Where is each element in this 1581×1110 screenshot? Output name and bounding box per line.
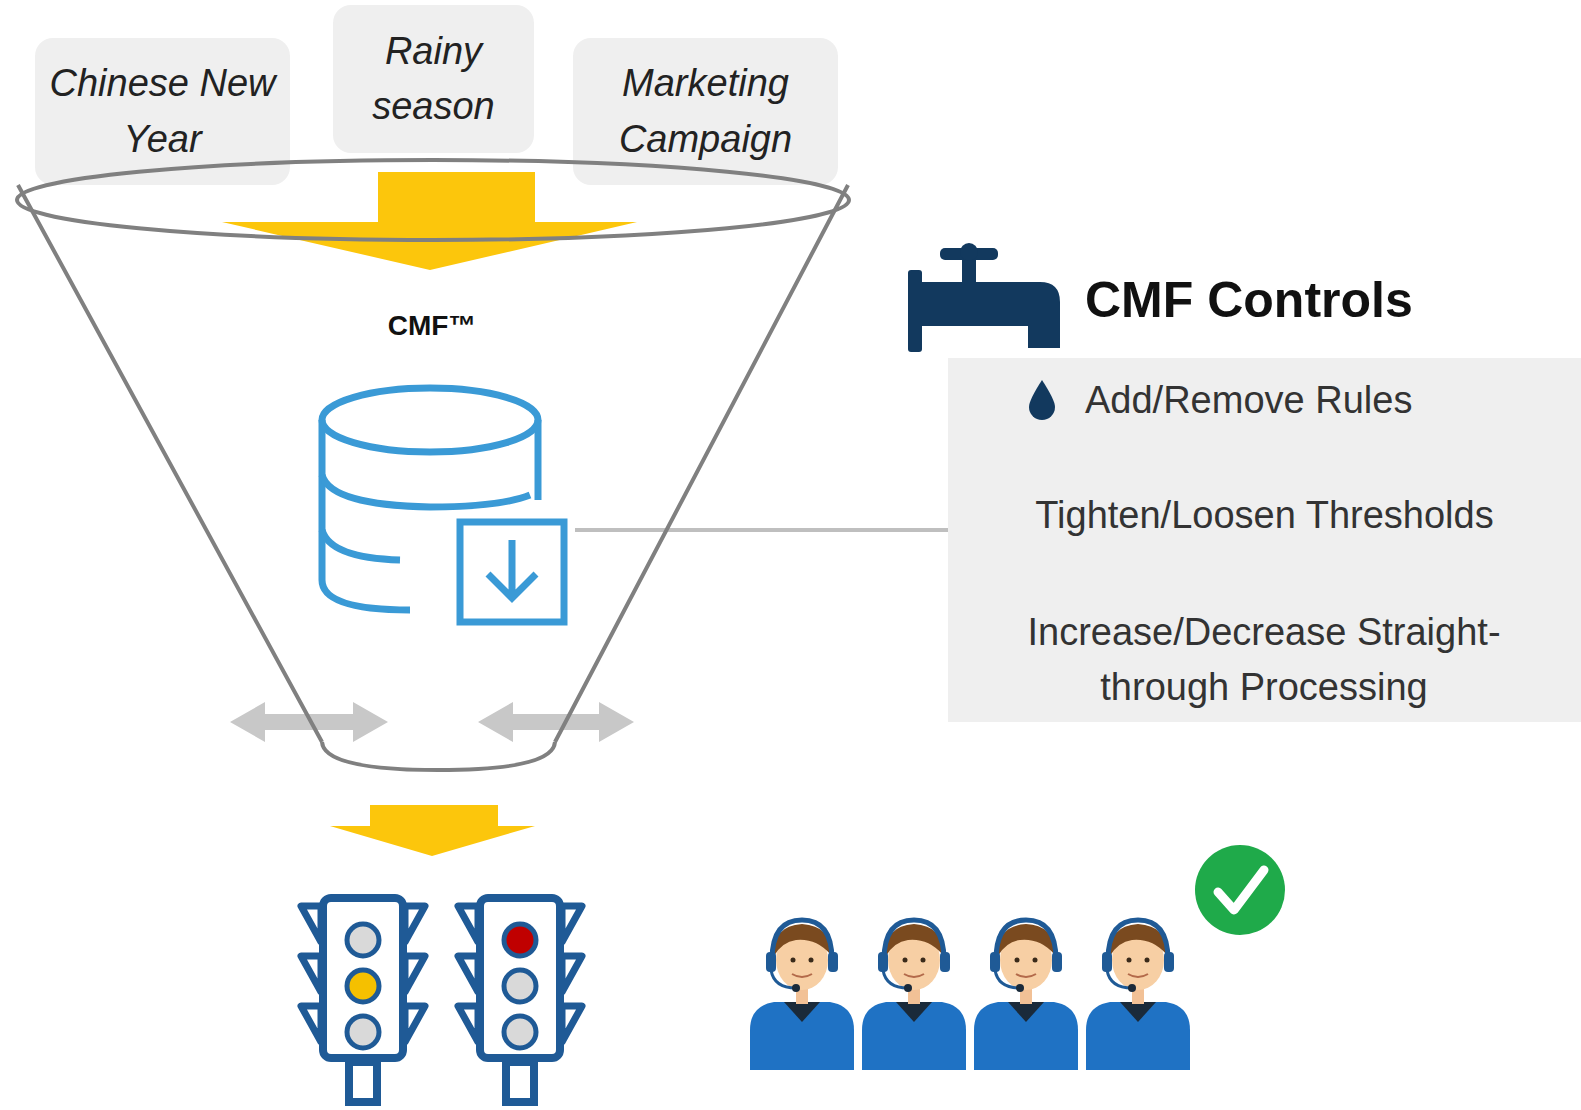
funnel: CMF™ xyxy=(0,150,870,790)
traffic-light xyxy=(458,898,582,1102)
database-icon xyxy=(322,388,564,622)
check-badge xyxy=(1195,845,1285,935)
node-label: CMF™ xyxy=(332,310,532,342)
node-label: Marketing Campaign xyxy=(587,56,824,166)
flow-arrow xyxy=(330,805,535,856)
agent-figures xyxy=(750,920,1190,1070)
traffic-light xyxy=(301,898,425,1102)
control-item: Tighten/Loosen Thresholds xyxy=(958,491,1571,539)
panel-heading: CMF Controls xyxy=(1085,268,1413,332)
leader-line xyxy=(575,528,948,532)
flow-arrow xyxy=(222,172,637,270)
drop-icon xyxy=(1025,378,1059,422)
event-box: Rainy season xyxy=(333,5,534,153)
control-item: Increase/Decrease Straight-through Proce… xyxy=(974,605,1554,715)
node-label: Chinese New Year xyxy=(49,56,276,166)
funnel-outline xyxy=(0,150,870,790)
control-item: Add/Remove Rules xyxy=(1085,376,1565,424)
controls-panel: CMF ControlsAdd/Remove RulesTighten/Loos… xyxy=(948,262,1581,722)
faucet-icon xyxy=(908,243,1060,352)
node-label: Rainy season xyxy=(347,24,520,134)
